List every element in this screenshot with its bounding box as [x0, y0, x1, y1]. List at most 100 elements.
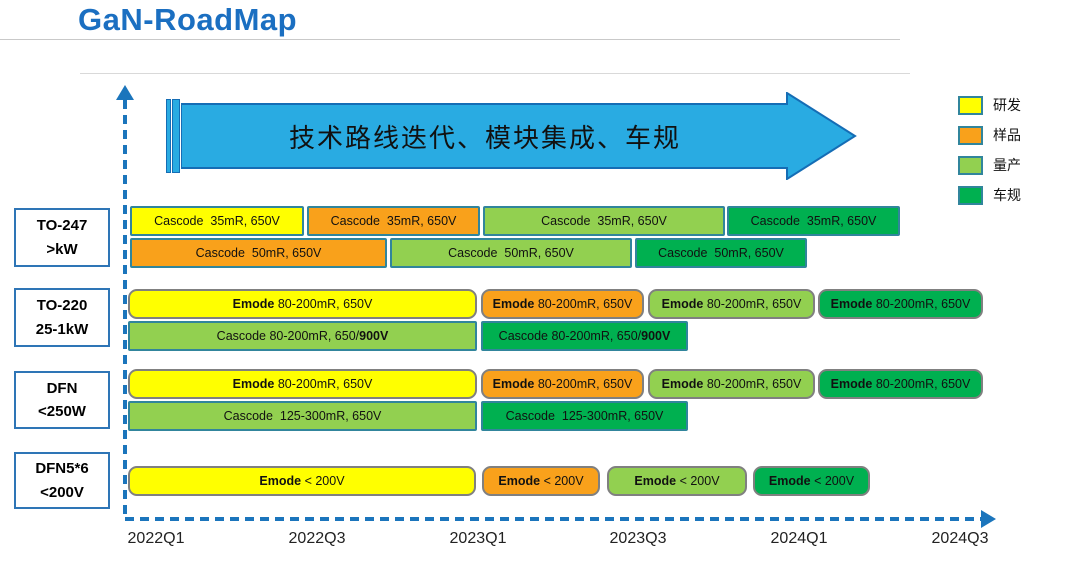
- x-axis-tick-label: 2024Q3: [931, 530, 989, 547]
- bar-label: 900V: [641, 329, 671, 343]
- bar-label: Emode: [661, 297, 704, 311]
- roadmap-bar: Emode < 200V: [753, 466, 870, 496]
- category-package: TO-247: [36, 217, 88, 235]
- page-title: GaN-RoadMap: [78, 2, 298, 37]
- bar-label: 80-200mR, 650V: [872, 377, 971, 391]
- roadmap-bar: Cascode 125-300mR, 650V: [481, 401, 688, 431]
- bar-label: 900V: [359, 329, 389, 343]
- y-axis-arrowhead-icon: [116, 85, 134, 100]
- bar-label: < 200V: [301, 474, 345, 488]
- roadmap-bar: Emode < 200V: [128, 466, 476, 496]
- roadmap-bar: Cascode 50mR, 650V: [390, 238, 632, 268]
- x-axis-tick-label: 2023Q1: [449, 530, 507, 547]
- bar-label: < 200V: [810, 474, 855, 488]
- bar-label: Cascode 125-300mR, 650V: [505, 409, 664, 423]
- banner-tail-bar-icon: [166, 99, 171, 173]
- legend-swatch-icon: [958, 155, 983, 175]
- bar-label: Emode: [259, 474, 302, 488]
- legend-swatch-icon: [958, 185, 983, 205]
- bar-label: Emode: [492, 297, 535, 311]
- banner-label: 技术路线迭代、模块集成、车规: [288, 123, 681, 153]
- bar-label: Cascode 35mR, 650V: [750, 214, 877, 228]
- bar-label: 80-200mR, 650V: [534, 297, 633, 311]
- roadmap-bar: Cascode 80-200mR, 650/900V: [481, 321, 688, 351]
- legend-swatch-icon: [958, 125, 983, 145]
- bar-label: Cascode 80-200mR, 650/: [498, 329, 642, 343]
- category-box: DFN5*6 <200V: [14, 452, 110, 509]
- x-axis-arrowhead-icon: [981, 510, 996, 528]
- roadmap-bar: Emode 80-200mR, 650V: [648, 289, 815, 319]
- bar-label: 80-200mR, 650V: [534, 377, 633, 391]
- legend-item: 样品: [958, 125, 1021, 145]
- bar-label: < 200V: [540, 474, 584, 488]
- roadmap-bar: Emode 80-200mR, 650V: [128, 369, 477, 399]
- bar-label: 80-200mR, 650V: [703, 297, 802, 311]
- category-package: DFN: [46, 379, 78, 397]
- bar-label: Emode: [830, 297, 873, 311]
- roadmap-bar: Cascode 35mR, 650V: [483, 206, 725, 236]
- bar-label: Emode: [498, 474, 541, 488]
- banner-arrow-icon: [181, 92, 857, 180]
- legend: 研发样品量产车规: [958, 95, 1021, 205]
- bar-label: Cascode 125-300mR, 650V: [223, 409, 382, 423]
- bar-label: Cascode 50mR, 650V: [195, 246, 322, 260]
- roadmap-bar: Emode 80-200mR, 650V: [128, 289, 477, 319]
- roadmap-bar: Cascode 50mR, 650V: [130, 238, 387, 268]
- roadmap-bar: Emode 80-200mR, 650V: [648, 369, 815, 399]
- bar-label: 80-200mR, 650V: [274, 297, 373, 311]
- legend-item: 研发: [958, 95, 1021, 115]
- bar-label: < 200V: [676, 474, 720, 488]
- category-power: <250W: [38, 403, 86, 420]
- roadmap-bar: Emode < 200V: [607, 466, 747, 496]
- bar-label: Cascode 35mR, 650V: [154, 214, 280, 228]
- bar-label: Emode: [768, 474, 811, 488]
- y-axis-dashed-line: [123, 100, 127, 520]
- roadmap-bar: Emode 80-200mR, 650V: [818, 369, 983, 399]
- x-axis-tick-label: 2022Q1: [127, 530, 185, 547]
- divider-line-top: [0, 39, 900, 40]
- bar-label: Cascode 80-200mR, 650/: [216, 329, 360, 343]
- roadmap-bar: Cascode 80-200mR, 650/900V: [128, 321, 477, 351]
- roadmap-bar: Cascode 35mR, 650V: [307, 206, 480, 236]
- legend-label: 车规: [993, 187, 1021, 203]
- category-box: DFN <250W: [14, 371, 110, 429]
- divider-line-sub: [80, 73, 910, 74]
- roadmap-bar: Cascode 50mR, 650V: [635, 238, 807, 268]
- bar-label: Cascode 35mR, 650V: [330, 214, 457, 228]
- bar-label: Cascode 50mR, 650V: [658, 246, 784, 260]
- roadmap-bar: Cascode 35mR, 650V: [727, 206, 900, 236]
- roadmap-bar: Emode 80-200mR, 650V: [481, 289, 644, 319]
- x-axis-tick-label: 2022Q3: [288, 530, 346, 547]
- legend-item: 量产: [958, 155, 1021, 175]
- bar-label: Emode: [492, 377, 535, 391]
- x-axis-tick-label: 2023Q3: [609, 530, 667, 547]
- legend-swatch-icon: [958, 95, 983, 115]
- bar-label: Emode: [232, 377, 275, 391]
- legend-label: 样品: [993, 127, 1021, 143]
- roadmap-bar: Cascode 125-300mR, 650V: [128, 401, 477, 431]
- legend-label: 量产: [993, 157, 1021, 173]
- bar-label: Emode: [634, 474, 677, 488]
- category-power: <200V: [40, 483, 84, 501]
- roadmap-bar: Cascode 35mR, 650V: [130, 206, 304, 236]
- x-axis-dashed-line: [125, 517, 983, 521]
- category-package: DFN5*6: [35, 460, 89, 478]
- roadmap-bar: Emode < 200V: [482, 466, 600, 496]
- legend-item: 车规: [958, 185, 1021, 205]
- bar-label: Emode: [661, 377, 704, 391]
- roadmap-bar: Emode 80-200mR, 650V: [481, 369, 644, 399]
- bar-label: 80-200mR, 650V: [274, 377, 373, 391]
- bar-label: 80-200mR, 650V: [703, 377, 802, 391]
- category-power: >kW: [46, 240, 78, 258]
- roadmap-bar: Emode 80-200mR, 650V: [818, 289, 983, 319]
- x-axis-tick-label: 2024Q1: [770, 530, 828, 547]
- bar-label: Emode: [830, 377, 873, 391]
- category-box: TO-247 >kW: [14, 208, 110, 267]
- legend-label: 研发: [993, 97, 1021, 113]
- bar-label: Cascode 35mR, 650V: [541, 214, 667, 228]
- bar-label: Emode: [232, 297, 275, 311]
- category-package: TO-220: [36, 297, 88, 315]
- bar-label: Cascode 50mR, 650V: [448, 246, 574, 260]
